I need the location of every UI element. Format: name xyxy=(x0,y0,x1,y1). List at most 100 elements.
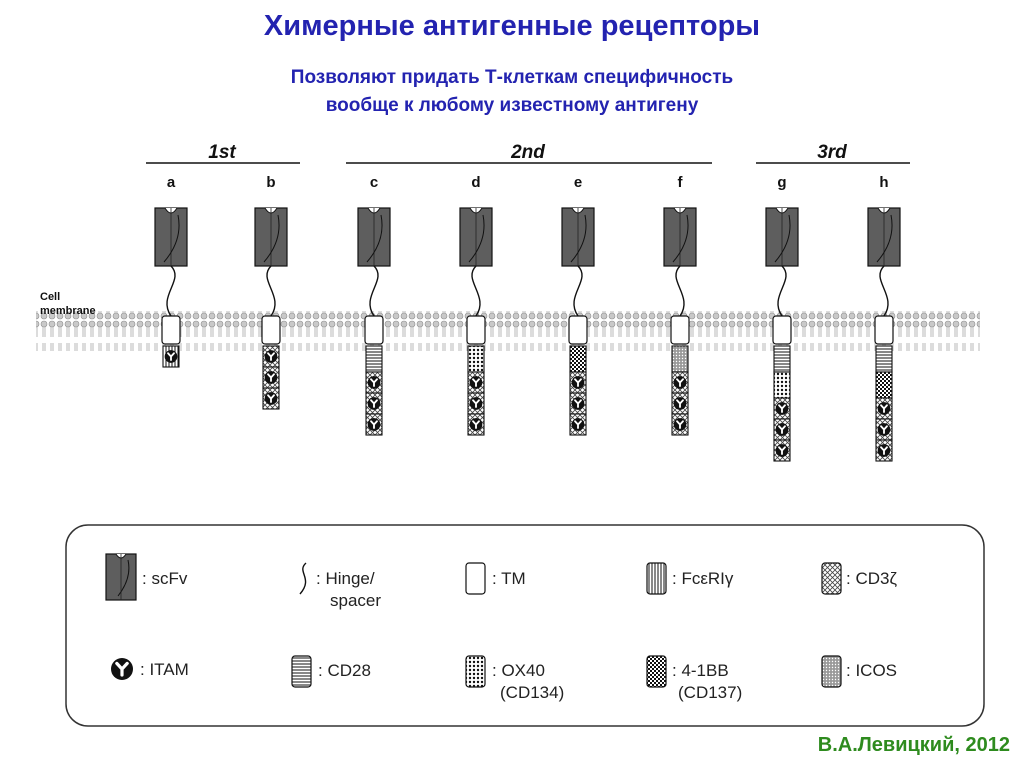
legend-hinge-text-1: : Hinge/ xyxy=(316,569,375,588)
receptor-label-d: d xyxy=(471,174,480,191)
receptor-b: b xyxy=(254,174,288,410)
itam-icon xyxy=(468,396,484,411)
receptor-g: g xyxy=(765,174,799,462)
itam-icon xyxy=(774,443,790,458)
itam-icon xyxy=(366,396,382,411)
itam-icon xyxy=(570,396,586,411)
legend-hinge: : Hinge/ spacer xyxy=(299,562,381,610)
legend-hinge-symbol xyxy=(299,562,307,595)
tm-domain xyxy=(364,315,384,345)
domain-ox40 xyxy=(773,371,791,399)
scfv-linker xyxy=(163,214,180,263)
itam-icon xyxy=(672,375,688,390)
receptor-c: c xyxy=(357,174,391,436)
tm-domain xyxy=(670,315,690,345)
hinge-spacer xyxy=(266,265,276,317)
legend-icos-swatch xyxy=(821,655,842,688)
gen-3rd-label: 3rd xyxy=(817,142,847,163)
hinge-spacer xyxy=(675,265,685,317)
itam-icon xyxy=(468,417,484,432)
legend-scfv: : scFv xyxy=(105,553,188,601)
subtitle-line-1: Позволяют придать Т-клеткам специфичност… xyxy=(290,67,734,88)
itam-icon xyxy=(672,396,688,411)
receptor-h: h xyxy=(867,174,901,462)
legend-41bb-text-1: : 4-1BB xyxy=(672,661,729,680)
domain-ox40 xyxy=(467,345,485,373)
domain-cd28 xyxy=(365,345,383,373)
legend-cd28-swatch xyxy=(291,655,312,688)
domain-4-1bb xyxy=(875,371,893,399)
itam-icon xyxy=(366,375,382,390)
hinge-spacer xyxy=(777,265,787,317)
legend-ox40-text-2: (CD134) xyxy=(500,683,564,702)
legend-icos-text: : ICOS xyxy=(846,661,897,680)
receptor-label-b: b xyxy=(266,174,275,191)
legend-cd3z-text: : CD3ζ xyxy=(846,569,897,588)
legend-tm-swatch xyxy=(465,562,486,595)
legend-41bb-swatch xyxy=(646,655,667,688)
scfv-linker xyxy=(774,214,791,263)
tm-domain xyxy=(466,315,486,345)
scfv-linker xyxy=(672,214,689,263)
receptor-label-g: g xyxy=(777,174,786,191)
cell-membrane xyxy=(36,311,980,351)
itam-icon xyxy=(774,422,790,437)
scfv-linker xyxy=(570,214,587,263)
legend-itam: : ITAM xyxy=(109,656,189,682)
receptor-a: a xyxy=(154,174,188,368)
author-credit: В.А.Левицкий, 2012 xyxy=(817,734,1010,756)
domain-icos xyxy=(671,345,689,373)
receptor-f: f xyxy=(663,174,697,436)
itam-icon xyxy=(876,401,892,416)
itam-icon xyxy=(876,443,892,458)
legend-fceri: : FcεRIγ xyxy=(646,562,734,595)
legend-ox40: : OX40 (CD134) xyxy=(465,655,564,702)
legend-hinge-text-2: spacer xyxy=(330,591,381,610)
receptor-label-a: a xyxy=(167,174,176,191)
legend-itam-icon xyxy=(109,656,135,682)
tm-domain xyxy=(161,315,181,345)
tm-domain xyxy=(568,315,588,345)
itam-icon xyxy=(672,417,688,432)
scfv-linker xyxy=(876,214,893,263)
itam-icon xyxy=(263,349,279,364)
legend-41bb-text-2: (CD137) xyxy=(678,683,742,702)
tm-domain xyxy=(261,315,281,345)
legend-ox40-text-1: : OX40 xyxy=(492,661,545,680)
hinge-spacer xyxy=(471,265,481,317)
legend-41bb: : 4-1BB (CD137) xyxy=(646,655,742,702)
hinge-spacer xyxy=(166,265,176,317)
tm-domain xyxy=(772,315,792,345)
itam-icon xyxy=(366,417,382,432)
receptor-group: a b c d e f g h xyxy=(154,174,901,462)
hinge-spacer xyxy=(573,265,583,317)
itam-icon xyxy=(774,401,790,416)
tm-domain xyxy=(874,315,894,345)
legend-icos: : ICOS xyxy=(821,655,897,688)
legend-fceri-swatch xyxy=(646,562,667,595)
itam-icon xyxy=(570,375,586,390)
receptor-d: d xyxy=(459,174,493,436)
receptor-label-c: c xyxy=(370,174,378,191)
hinge-spacer xyxy=(369,265,379,317)
gen-2nd-label: 2nd xyxy=(510,142,545,163)
domain-4-1bb xyxy=(569,345,587,373)
legend-fceri-text: : FcεRIγ xyxy=(672,569,734,588)
receptor-label-e: e xyxy=(574,174,582,191)
legend-tm-text: : TM xyxy=(492,569,526,588)
itam-icon xyxy=(876,422,892,437)
scfv-linker xyxy=(263,214,280,263)
slide-title: Химерные антигенные рецепторы xyxy=(263,10,761,42)
gen-1st-label: 1st xyxy=(208,142,236,163)
slide-subtitle: Позволяют придать Т-клеткам специфичност… xyxy=(0,64,1024,120)
itam-icon xyxy=(570,417,586,432)
hinge-spacer xyxy=(879,265,889,317)
scfv-linker xyxy=(468,214,485,263)
subtitle-line-2: вообще к любому известному антигену xyxy=(325,95,699,116)
itam-icon xyxy=(263,391,279,406)
itam-icon xyxy=(163,349,179,364)
itam-icon xyxy=(263,370,279,385)
domain-cd28 xyxy=(875,345,893,373)
legend-cd28-text: : CD28 xyxy=(318,661,371,680)
legend-tm: : TM xyxy=(465,562,526,595)
